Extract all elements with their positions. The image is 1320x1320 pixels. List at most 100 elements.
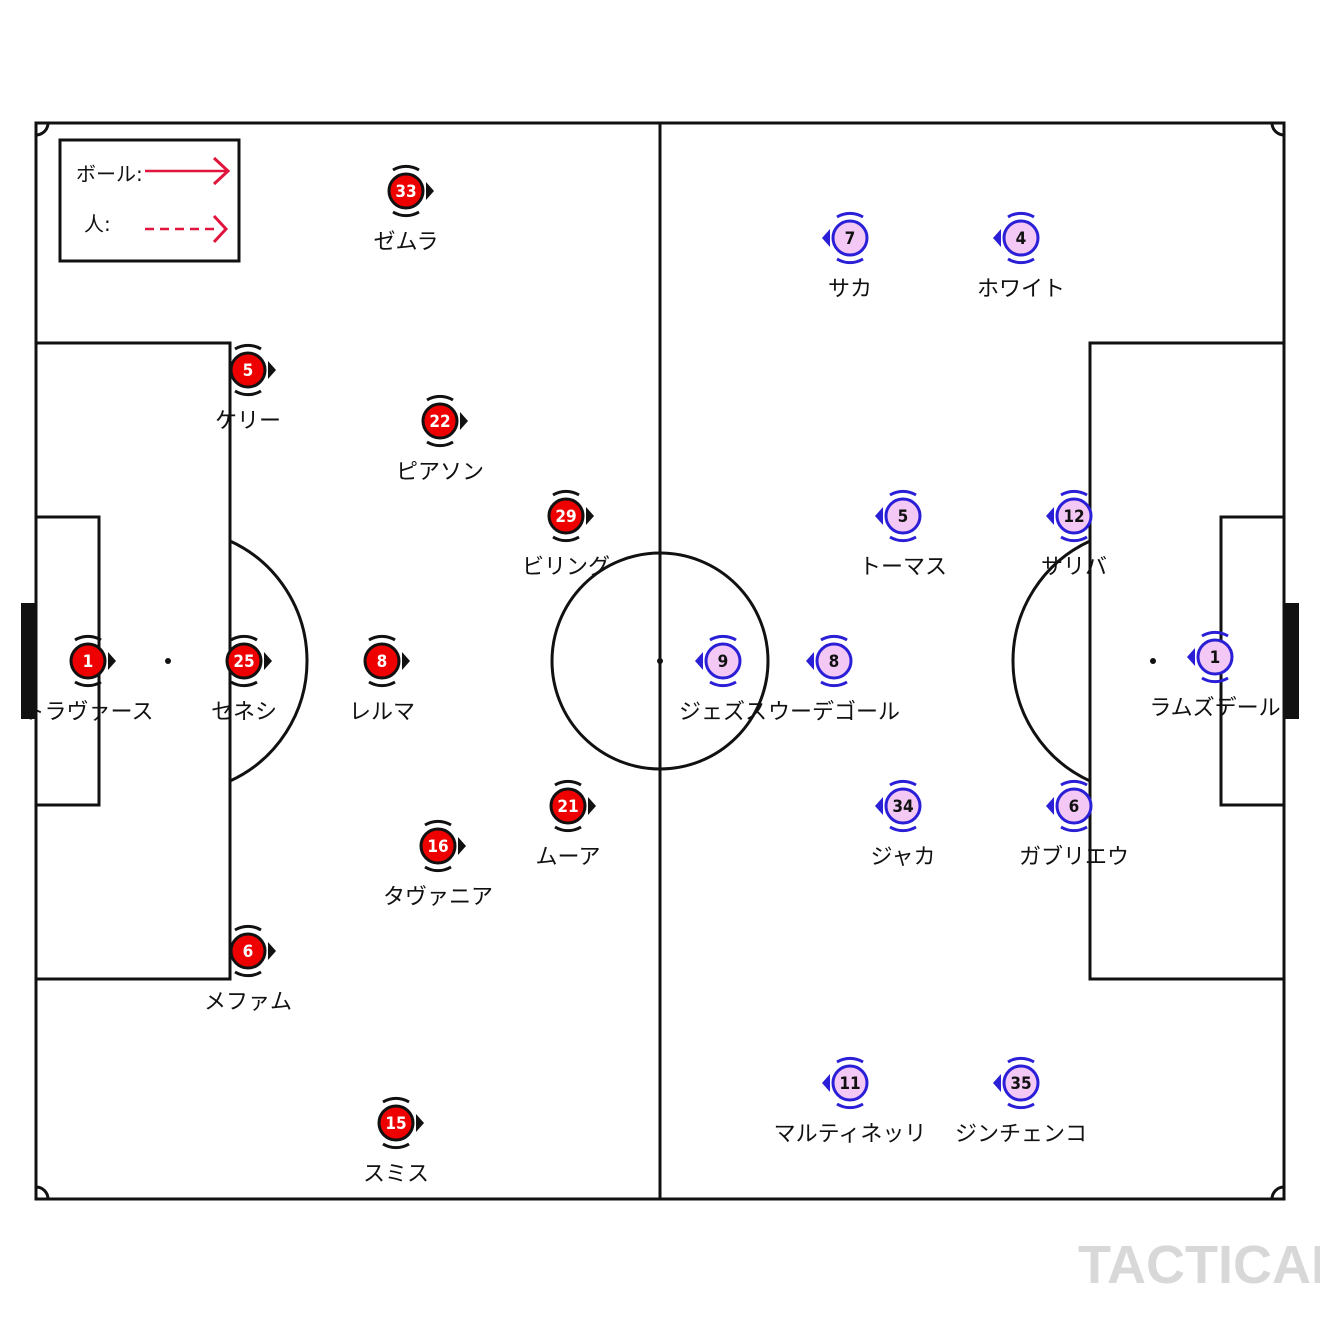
player-disc: [1002, 219, 1040, 257]
player-orbit-icon: [889, 825, 917, 833]
direction-chevron-icon: [993, 229, 1001, 247]
player-name: ジェズス: [679, 700, 767, 725]
player-orbit-icon: [1007, 1102, 1035, 1110]
home-player-marker[interactable]: 6 メファム: [204, 924, 292, 1015]
left-penalty-arc: [229, 539, 309, 783]
player-name: ビリング: [522, 555, 610, 580]
direction-chevron-icon: [268, 942, 276, 960]
corner-arc-tl: [35, 122, 50, 137]
player-orbit-icon: [230, 680, 258, 688]
player-orbit-icon: [382, 1142, 410, 1150]
player-disc: [377, 1104, 415, 1142]
player-name: サリバ: [1041, 555, 1107, 580]
direction-chevron-icon: [806, 652, 814, 670]
player-number: 33: [395, 182, 416, 202]
corner-arc-tr: [1270, 122, 1285, 137]
right-penalty-spot: [1150, 658, 1156, 664]
player-orbit-icon: [1201, 676, 1229, 684]
direction-chevron-icon: [426, 182, 434, 200]
player-disc: [421, 402, 459, 440]
player-number: 7: [845, 229, 856, 249]
left-penalty-area: [34, 341, 232, 981]
player-orbit-icon: [709, 680, 737, 688]
player-orbit-icon: [426, 394, 454, 402]
player-name: ケリー: [215, 409, 281, 434]
direction-chevron-icon: [1046, 797, 1054, 815]
player-number: 5: [898, 507, 909, 527]
player-orbit-icon: [392, 210, 420, 218]
legend-ball-label: ボール:: [76, 162, 143, 186]
player-name: ガブリエウ: [1019, 845, 1129, 870]
player-name: スミス: [363, 1162, 429, 1187]
player-name: ジンチェンコ: [955, 1122, 1087, 1147]
player-orbit-icon: [820, 680, 848, 688]
player-number: 6: [243, 942, 254, 962]
direction-chevron-icon: [875, 797, 883, 815]
player-orbit-icon: [889, 779, 917, 787]
player-orbit-icon: [554, 825, 582, 833]
player-orbit-icon: [426, 440, 454, 448]
player-orbit-icon: [820, 634, 848, 642]
player-disc: [229, 351, 267, 389]
center-spot: [657, 658, 663, 664]
player-number: 4: [1016, 229, 1027, 249]
player-name: マルティネッリ: [774, 1122, 927, 1147]
player-name: ラムズデール: [1149, 696, 1280, 721]
player-disc: [815, 642, 853, 680]
player-orbit-icon: [836, 257, 864, 265]
player-orbit-icon: [836, 211, 864, 219]
player-number: 25: [233, 652, 254, 672]
player-orbit-icon: [1007, 211, 1035, 219]
away-player-marker[interactable]: 12 サリバ: [1041, 489, 1107, 580]
player-number: 1: [83, 652, 94, 672]
player-orbit-icon: [230, 634, 258, 642]
direction-chevron-icon: [875, 507, 883, 525]
player-disc: [225, 642, 263, 680]
away-player-marker[interactable]: 7サカ: [822, 211, 872, 302]
player-disc: [1055, 787, 1093, 825]
player-number: 12: [1063, 507, 1084, 527]
player-orbit-icon: [1007, 257, 1035, 265]
direction-chevron-icon: [458, 837, 466, 855]
direction-chevron-icon: [822, 229, 830, 247]
direction-chevron-icon: [586, 507, 594, 525]
player-name: メファム: [204, 990, 292, 1015]
player-number: 22: [429, 412, 450, 432]
left-penalty-spot: [165, 658, 171, 664]
player-orbit-icon: [424, 865, 452, 873]
player-orbit-icon: [554, 779, 582, 787]
player-orbit-icon: [889, 489, 917, 497]
center-circle: [550, 551, 770, 771]
player-orbit-icon: [234, 389, 262, 397]
player-disc: [547, 497, 585, 535]
player-orbit-icon: [552, 489, 580, 497]
player-disc: [549, 787, 587, 825]
right-goal: [1284, 603, 1299, 719]
legend: ボール: 人:: [58, 138, 241, 263]
corner-arc-br: [1270, 1185, 1285, 1200]
player-number: 8: [377, 652, 388, 672]
player-orbit-icon: [709, 634, 737, 642]
player-disc: [884, 787, 922, 825]
direction-chevron-icon: [416, 1114, 424, 1132]
